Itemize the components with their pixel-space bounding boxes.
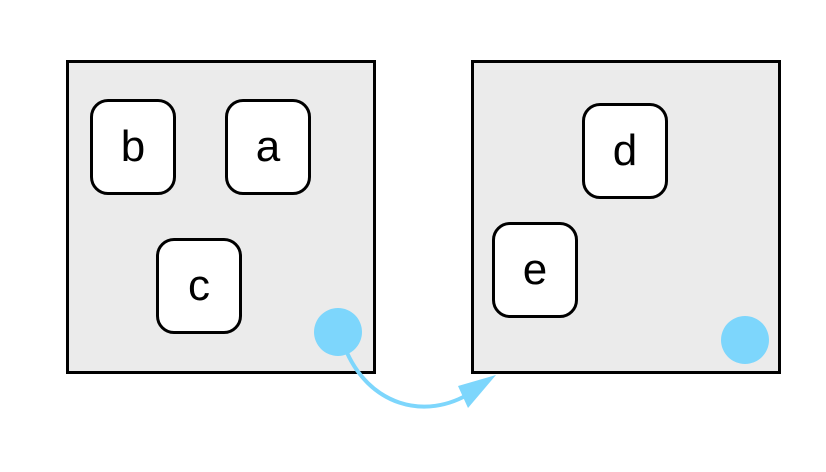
- right-port-dot[interactable]: [721, 316, 769, 364]
- node-c[interactable]: c: [156, 238, 242, 334]
- edge-arrowhead: [458, 375, 496, 408]
- node-a[interactable]: a: [225, 99, 311, 195]
- node-b[interactable]: b: [90, 99, 176, 195]
- node-d[interactable]: d: [582, 103, 668, 199]
- left-port-dot[interactable]: [314, 308, 362, 356]
- edge-port-to-right-container: [343, 346, 474, 409]
- node-e[interactable]: e: [492, 222, 578, 318]
